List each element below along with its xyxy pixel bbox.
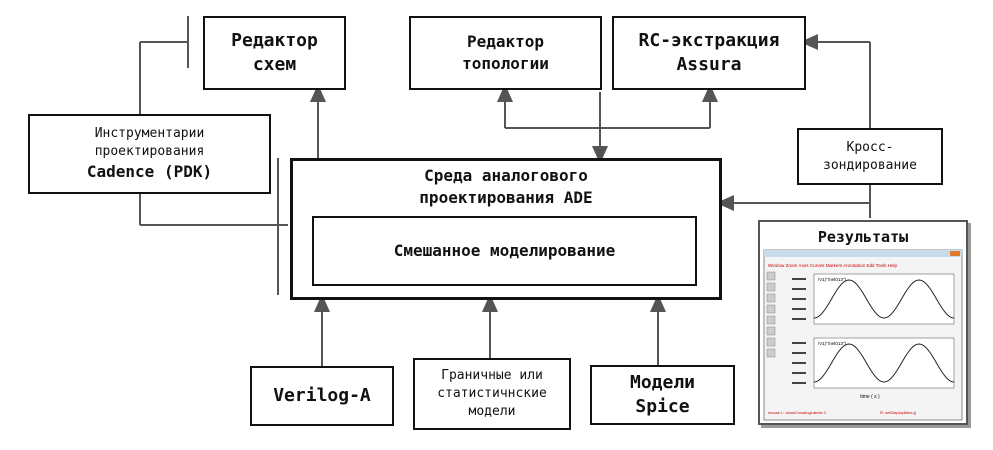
ade-title-line1: Среда аналогового bbox=[424, 166, 588, 185]
design-kits-line1: Инструментарии bbox=[94, 126, 205, 141]
trace-1-label: /V1("/net013") bbox=[818, 277, 846, 282]
spice-models-line2: Spice bbox=[635, 396, 690, 417]
y-ticks bbox=[792, 278, 806, 384]
mixed-sim-box: Смешанное моделирование bbox=[312, 216, 697, 286]
layout-editor-box: Редактор топологии bbox=[409, 16, 602, 90]
plot-1-area bbox=[813, 273, 955, 325]
waveform-window: Window Zoom Axes Curves Markers Annotati… bbox=[763, 249, 963, 421]
corner-models-box: Граничные или статистичнские модели bbox=[413, 358, 571, 430]
waveform-toolbar bbox=[766, 271, 776, 358]
design-kits-line2: проектирования bbox=[94, 144, 205, 159]
design-kits-line3: Cadence (PDK) bbox=[86, 162, 213, 181]
rc-extraction-box: RC-экстракция Assura bbox=[612, 16, 806, 90]
trace-1 bbox=[813, 279, 955, 319]
rc-extraction-label: RC-экстракция Assura bbox=[638, 30, 780, 75]
schematic-editor-label: Редактор схем bbox=[231, 30, 318, 75]
spice-models-line1: Модели bbox=[629, 372, 696, 393]
status-left: mouse L: showCrossingLabels 0 bbox=[768, 410, 827, 415]
results-panel: Результаты Window Zoom Axes Curves Marke… bbox=[758, 220, 968, 425]
close-icon bbox=[950, 251, 960, 256]
cross-probe-line1: Кросс- bbox=[846, 139, 894, 155]
layout-editor-label: Редактор топологии bbox=[462, 32, 549, 73]
waveform-titlebar bbox=[764, 250, 962, 257]
spice-models-box: Модели Spice bbox=[590, 365, 735, 425]
waveform-menu-bar: Window Zoom Axes Curves Markers Annotati… bbox=[768, 263, 898, 268]
ade-title-line2: проектирования ADE bbox=[419, 188, 593, 207]
mixed-sim-label: Смешанное моделирование bbox=[393, 241, 616, 260]
plot-2-area bbox=[813, 337, 955, 389]
trace-2-label: /V1("/net013") bbox=[818, 341, 846, 346]
trace-2 bbox=[813, 343, 955, 383]
corner-models-line3: модели bbox=[468, 404, 516, 419]
verilog-a-label: Verilog-A bbox=[273, 385, 371, 406]
results-title: Результаты bbox=[817, 228, 909, 246]
status-right: R: setDisplayMenu() bbox=[880, 410, 917, 415]
corner-models-line2: статистичнские bbox=[437, 386, 547, 401]
verilog-a-box: Verilog-A bbox=[250, 366, 394, 426]
corner-models-line1: Граничные или bbox=[441, 368, 543, 383]
schematic-editor-box: Редактор схем bbox=[203, 16, 346, 90]
x-axis-label: time ( s ) bbox=[860, 394, 880, 400]
design-kits-box: Инструментарии проектирования Cadence (P… bbox=[28, 114, 271, 194]
cross-probe-line2: зондирование bbox=[823, 157, 917, 173]
cross-probe-box: Кросс- зондирование bbox=[797, 128, 943, 185]
